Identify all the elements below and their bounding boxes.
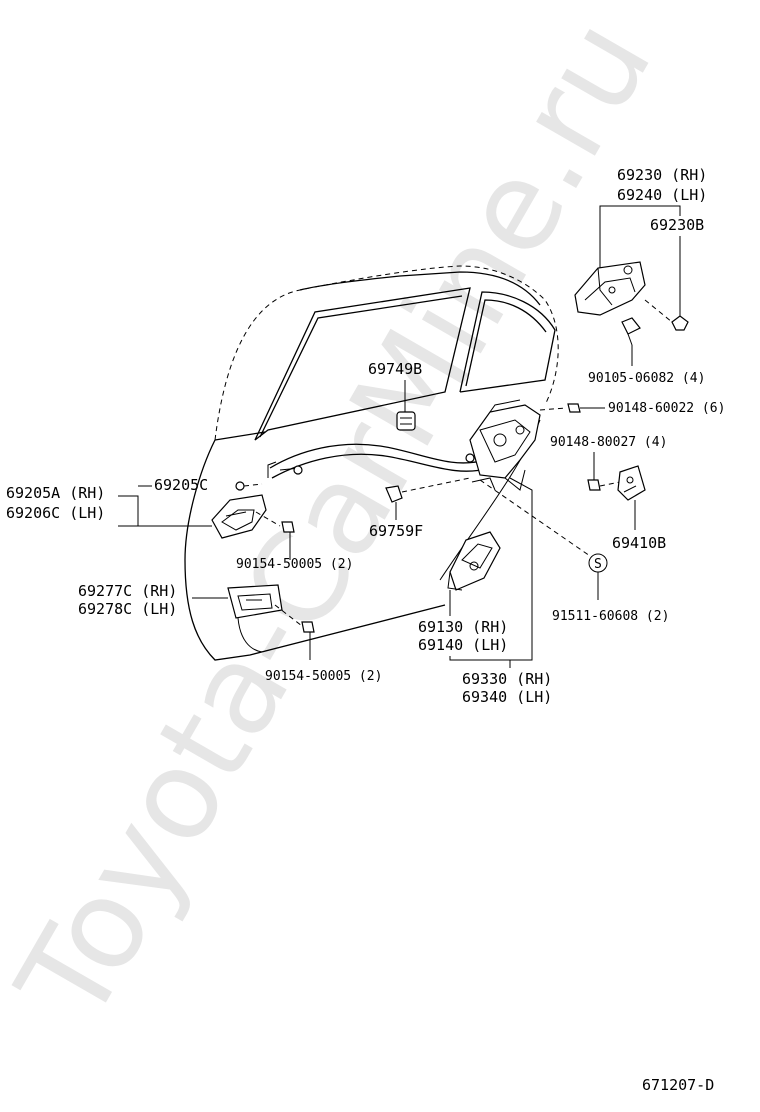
s-marker-text: S: [594, 557, 602, 572]
label-69410b: 69410B: [612, 534, 666, 552]
clip-69759f: [385, 477, 471, 520]
label-69230b: 69230B: [650, 216, 704, 234]
screw-80027: [587, 452, 621, 491]
pin-69230b: [644, 299, 689, 331]
label-69749b: 69749B: [368, 360, 422, 378]
label-69206c-lh: 69206C (LH): [6, 504, 105, 522]
label-91511-60608: 91511-60608 (2): [552, 609, 669, 624]
s-leader: [479, 479, 591, 557]
label-69277c-rh: 69277C (RH): [78, 582, 177, 600]
inside-bezel: [227, 584, 303, 627]
diagram-code: 671207-D: [642, 1076, 714, 1094]
outside-handle: [574, 261, 646, 346]
door-lock-assembly: [469, 399, 541, 491]
clip-69749b: [396, 380, 416, 431]
label-69205a-rh: 69205A (RH): [6, 484, 105, 502]
label-90148-60022: 90148-60022 (6): [608, 401, 725, 416]
label-69278c-lh: 69278C (LH): [78, 600, 177, 618]
watermark-text: Toyota-CarMine.ru: [0, 0, 680, 1046]
label-69130-rh: 69130 (RH): [418, 618, 508, 636]
label-69205c: 69205C: [154, 476, 208, 494]
screw-60022: [539, 403, 605, 413]
label-90154-50005-upper: 90154-50005 (2): [236, 557, 353, 572]
label-69330-rh: 69330 (RH): [462, 670, 552, 688]
label-69140-lh: 69140 (LH): [418, 636, 508, 654]
label-90154-50005-lower: 90154-50005 (2): [265, 669, 382, 684]
label-69340-lh: 69340 (LH): [462, 688, 552, 706]
screw-lower: [301, 621, 315, 660]
label-69240-lh: 69240 (LH): [617, 186, 707, 204]
label-69230-rh: 69230 (RH): [617, 166, 707, 184]
lock-cables: [267, 443, 491, 479]
label-90105-06082: 90105-06082 (4): [588, 371, 705, 386]
callout-labels: 69230 (RH) 69240 (LH) 69230B 90105-06082…: [6, 166, 725, 1094]
door-outline: [184, 265, 559, 661]
label-90148-80027: 90148-80027 (4): [550, 435, 667, 450]
leader-lines: [118, 205, 681, 668]
label-69759f: 69759F: [369, 522, 423, 540]
inside-handle: [211, 481, 281, 539]
screw-upper: [281, 521, 295, 560]
lock-assembly-lower: [447, 531, 501, 591]
striker-69410b: [617, 465, 646, 530]
